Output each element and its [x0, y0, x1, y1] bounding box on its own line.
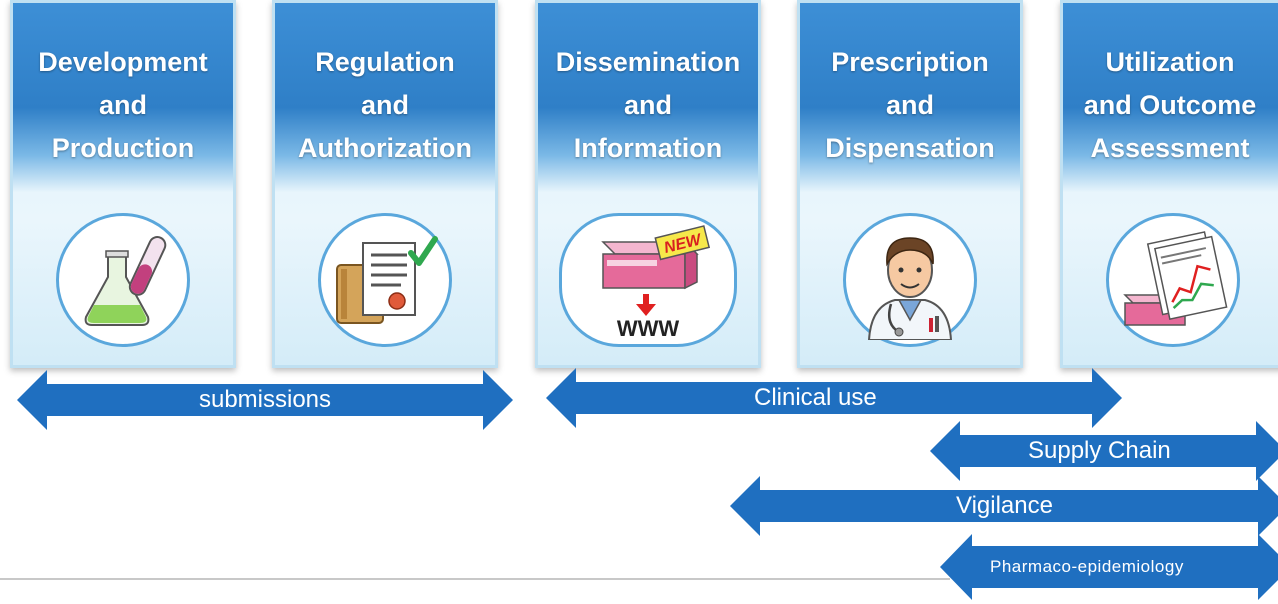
stage-header — [1063, 3, 1278, 193]
submissions-arrow: submissions — [17, 370, 513, 430]
document-book-approval-icon — [318, 213, 452, 347]
stage-header — [800, 3, 1020, 193]
stage-utilization-outcome: Utilization and Outcome Assessment — [1060, 0, 1278, 368]
vigilance-label: Vigilance — [956, 492, 1053, 519]
stage-header — [538, 3, 758, 193]
pharmaco-epidemiology-arrow: Pharmaco-epidemiology — [940, 534, 1278, 600]
www-label: WWW — [616, 316, 680, 341]
stage-title: Development and Production — [38, 47, 208, 163]
clinical-use-arrow: Clinical use — [546, 368, 1122, 428]
stage-title: Prescription and Dispensation — [825, 47, 995, 163]
stage-regulation-authorization: Regulation and Authorization — [272, 0, 498, 368]
stage-header — [13, 3, 233, 193]
flask-test-tube-icon — [56, 213, 190, 347]
vigilance-arrow: Vigilance — [730, 476, 1278, 536]
supply-chain-label: Supply Chain — [1028, 437, 1171, 464]
stage-title: Regulation and Authorization — [298, 47, 472, 163]
pharmaco-epidemiology-label: Pharmaco-epidemiology — [990, 557, 1184, 576]
new-package-www-icon: NEW WWW — [559, 213, 737, 347]
stage-title: Utilization and Outcome Assessment — [1083, 47, 1257, 163]
divider-line — [0, 578, 950, 580]
stage-dissemination-information: Dissemination and Information NEW WWW — [535, 0, 761, 368]
stage-header — [275, 3, 495, 193]
clinical-use-label: Clinical use — [754, 384, 877, 411]
submissions-label: submissions — [198, 386, 332, 413]
doctor-icon — [843, 213, 977, 347]
stage-title: Dissemination and Information — [555, 47, 741, 163]
chart-report-package-icon — [1106, 213, 1240, 347]
stage-prescription-dispensation: Prescription and Dispensation — [797, 0, 1023, 368]
stage-development-production: Development and Production — [10, 0, 236, 368]
supply-chain-arrow: Supply Chain — [930, 421, 1278, 481]
